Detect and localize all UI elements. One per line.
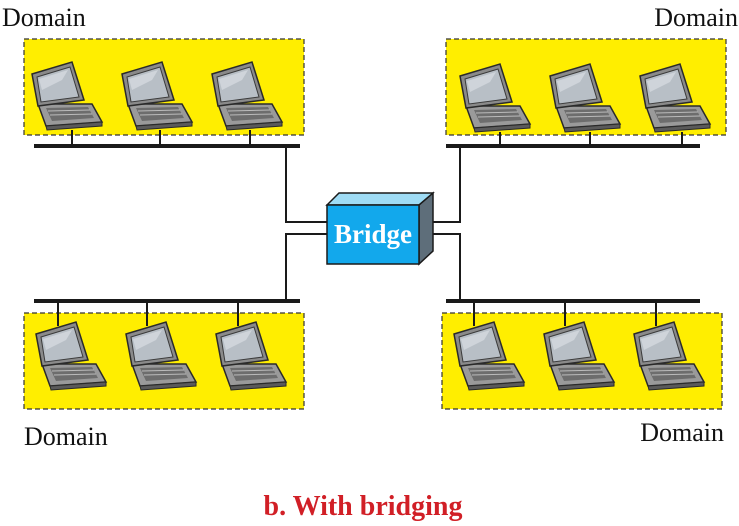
bus-bottom-left [34, 299, 300, 326]
domain-label-bottom-left: Domain [24, 422, 108, 451]
domain-label-bottom-right: Domain [640, 418, 724, 447]
bridge-links [285, 146, 461, 301]
bus-top-right [446, 132, 700, 148]
bus-bottom-right [446, 299, 700, 326]
domain-label-top-right: Domain [654, 3, 738, 32]
figure-caption: b. With bridging [264, 491, 463, 522]
bridge-label: Bridge [334, 219, 412, 249]
bus-top-left [34, 130, 300, 148]
bridge-device: Bridge [325, 191, 435, 266]
domain-label-top-left: Domain [2, 3, 86, 32]
